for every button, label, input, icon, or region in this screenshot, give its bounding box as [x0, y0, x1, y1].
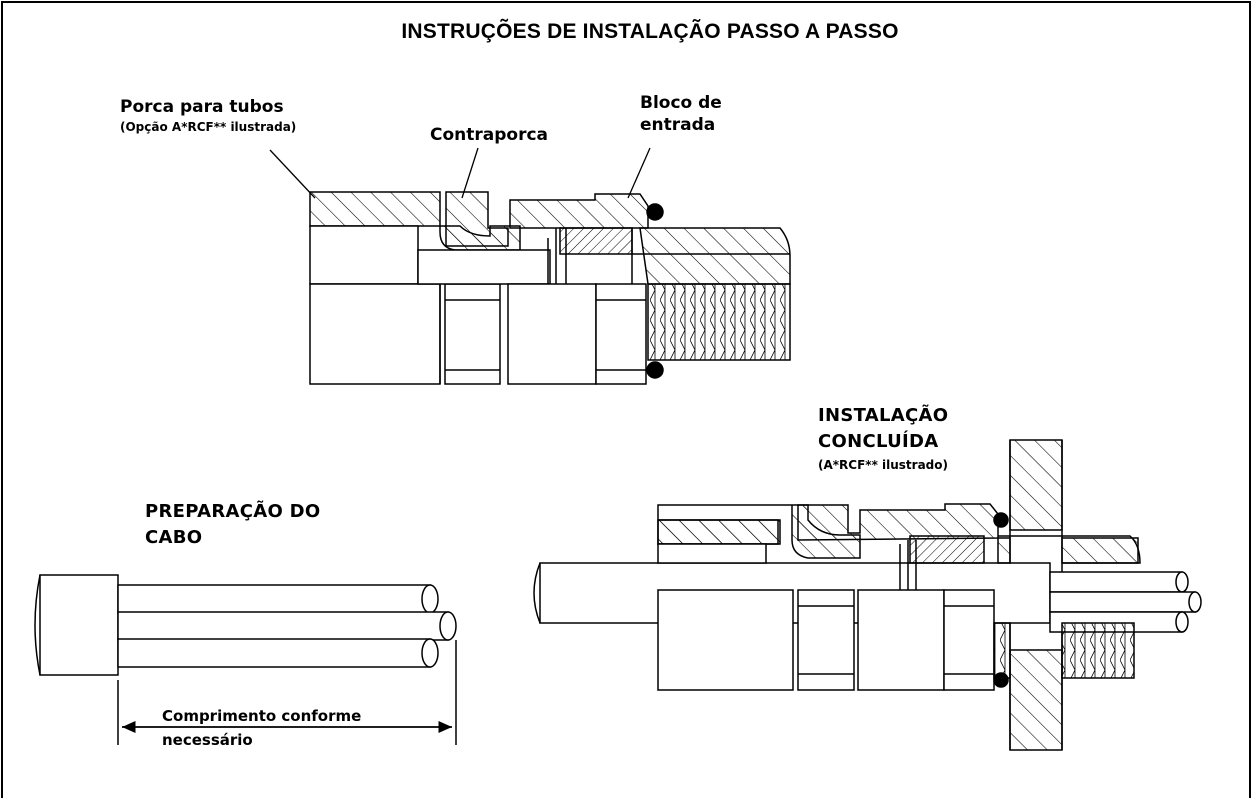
fitting-installed: [533, 439, 1202, 751]
label-entry-block-1: Bloco de: [640, 93, 722, 113]
tube-nut-body-top: [309, 225, 419, 285]
page-title: INSTRUÇÕES DE INSTALAÇÃO PASSO A PASSO: [401, 20, 899, 43]
label-cable-prep-1: PREPARAÇÃO DO: [145, 501, 321, 522]
conductor-3: [117, 638, 431, 668]
conductor-1: [117, 584, 431, 614]
locknut-hex: [444, 283, 501, 385]
label-tube-nut-option: (Opção A*RCF** ilustrada): [120, 120, 297, 134]
label-tube-nut: Porca para tubos: [120, 97, 284, 117]
o-ring-installed-bottom: [993, 672, 1009, 688]
cable-jacket: [39, 574, 119, 676]
label-length-2: necessário: [162, 731, 253, 749]
tube-nut-body: [309, 283, 441, 385]
label-length-1: Comprimento conforme: [162, 707, 362, 725]
locknut-section: [445, 191, 509, 247]
label-completed-1: INSTALAÇÃO: [818, 405, 949, 426]
leader-lines-top: [269, 147, 651, 199]
o-ring-bottom: [646, 361, 664, 379]
o-ring-installed-top: [993, 512, 1009, 528]
entry-block-section: [509, 193, 649, 229]
wall-section: [1009, 439, 1063, 531]
label-completed-2: CONCLUÍDA: [818, 431, 939, 452]
label-completed-option: (A*RCF** ilustrado): [818, 458, 949, 472]
label-locknut: Contraporca: [430, 125, 549, 145]
o-ring-top: [646, 203, 664, 221]
threaded-body: [639, 227, 791, 285]
label-entry-block-2: entrada: [640, 115, 716, 135]
conductor-2: [117, 611, 449, 641]
cable-prep: [34, 574, 457, 745]
label-cable-prep-2: CABO: [145, 527, 203, 548]
fitting-exploded: [309, 191, 791, 385]
